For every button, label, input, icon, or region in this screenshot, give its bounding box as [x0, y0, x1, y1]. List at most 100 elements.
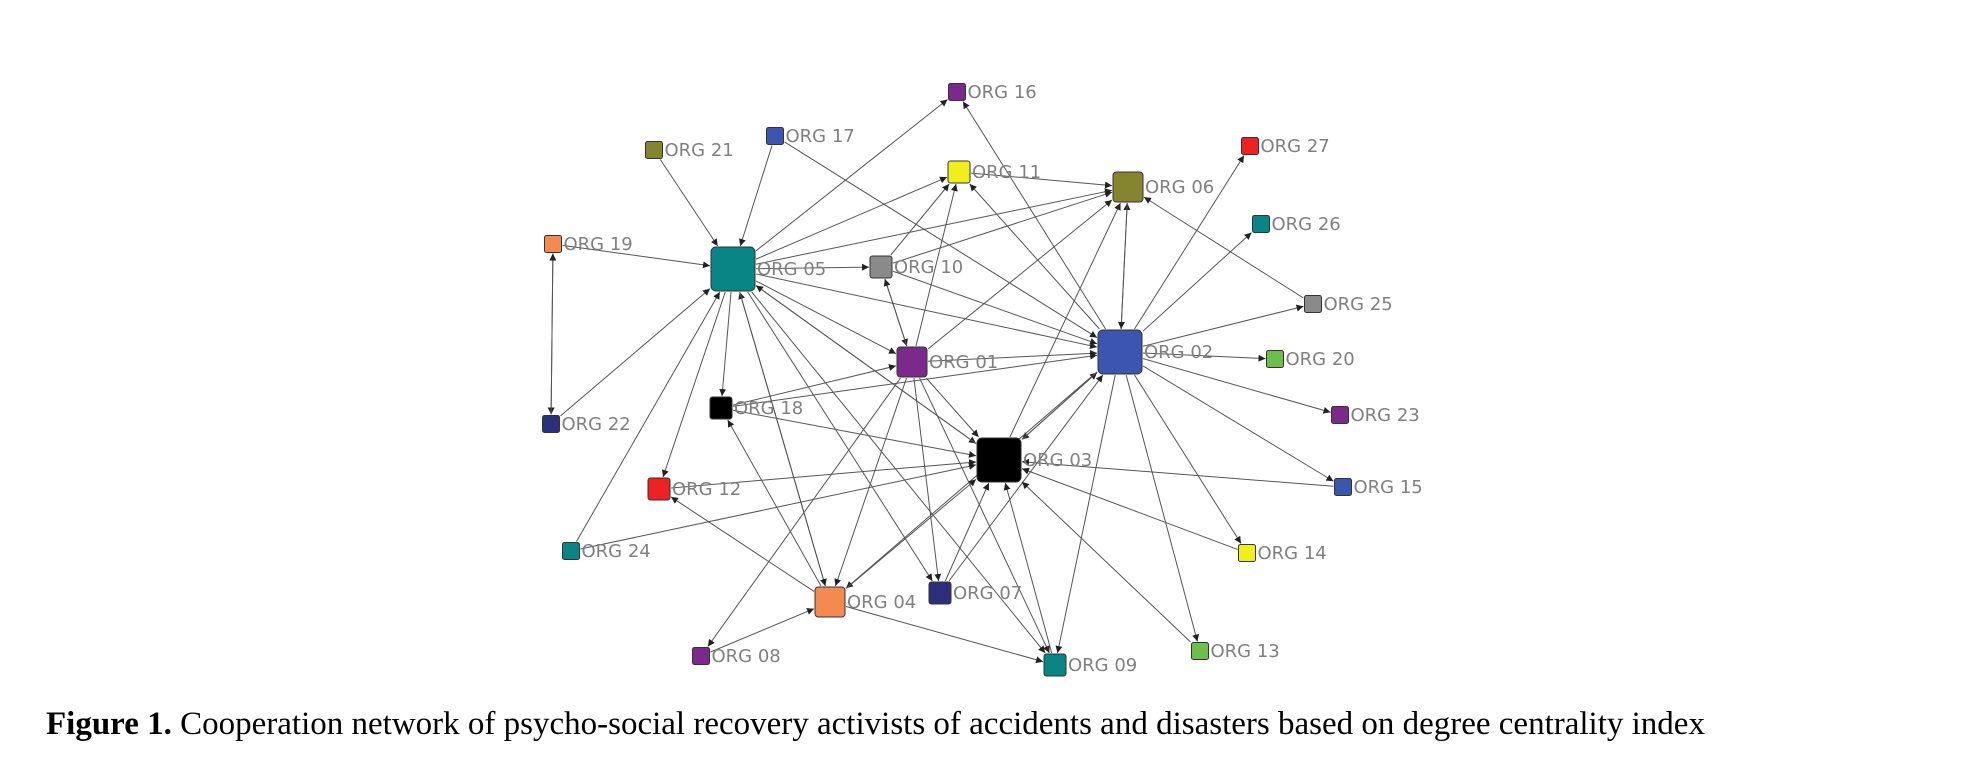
edge-ORG12-to-ORG03: [670, 459, 977, 489]
node-square: [710, 246, 756, 292]
node-org-07: ORG 07: [928, 581, 1022, 605]
node-square: [896, 346, 928, 378]
node-org-02: ORG 02: [1097, 329, 1213, 375]
edge-ORG01-to-ORG03: [925, 377, 979, 438]
caption-text: Cooperation network of psycho-social rec…: [171, 706, 1705, 742]
node-square: [928, 581, 952, 605]
node-org-18: ORG 18: [709, 396, 803, 420]
node-org-01: ORG 01: [896, 346, 998, 378]
node-label: ORG 02: [1144, 342, 1213, 363]
edge-ORG02-to-ORG16: [962, 101, 1107, 330]
edge-ORG02-to-ORG23: [1142, 358, 1331, 414]
edge-ORG04-to-ORG12: [670, 496, 815, 592]
edge-ORG02-to-ORG27: [1134, 155, 1245, 330]
edge-ORG22-to-ORG05: [560, 288, 711, 417]
edge-ORG10-to-ORG06: [892, 191, 1113, 264]
edge-ORG10-to-ORG02: [892, 270, 1098, 345]
node-org-26: ORG 26: [1252, 214, 1341, 235]
node-org-05: ORG 05: [710, 246, 826, 292]
edge-ORG06-to-ORG02: [1117, 202, 1128, 330]
node-label: ORG 05: [757, 259, 826, 280]
node-label: ORG 18: [734, 398, 803, 419]
node-org-10: ORG 10: [869, 255, 963, 279]
edge-ORG05-to-ORG01: [755, 280, 897, 355]
node-label: ORG 20: [1286, 349, 1355, 370]
edge-ORG02-to-ORG04: [845, 371, 1098, 589]
nodes-layer: ORG 01 ORG 02 ORG 03 ORG 04 ORG 05 ORG 06 ORG …: [542, 82, 1423, 677]
edge-ORG05-to-ORG07: [747, 291, 933, 582]
node-org-11: ORG 11: [947, 160, 1041, 184]
edge-ORG13-to-ORG03: [1021, 481, 1191, 643]
edge-ORG02-to-ORG09: [1055, 374, 1116, 654]
node-square: [1266, 350, 1284, 368]
node-square: [1252, 215, 1270, 233]
edge-ORG21-to-ORG05: [659, 159, 719, 247]
edge-ORG08-to-ORG04: [710, 608, 815, 653]
edge-ORG05-to-ORG16: [755, 99, 948, 252]
edge-ORG05-to-ORG09: [751, 291, 1046, 654]
node-org-16: ORG 16: [948, 82, 1037, 103]
node-label: ORG 19: [564, 234, 633, 255]
node-square: [1191, 642, 1209, 660]
edges-layer: [547, 99, 1334, 664]
node-label: ORG 09: [1068, 655, 1137, 676]
node-square: [976, 437, 1022, 483]
node-org-08: ORG 08: [692, 646, 781, 667]
node-label: ORG 16: [968, 82, 1037, 103]
edge-ORG05-to-ORG11: [755, 176, 948, 260]
edge-ORG05-to-ORG02: [755, 273, 1098, 350]
node-square: [1112, 171, 1144, 203]
network-diagram: ORG 01 ORG 02 ORG 03 ORG 04 ORG 05 ORG 06 ORG …: [542, 82, 1423, 677]
node-square: [1043, 653, 1067, 677]
edge-ORG14-to-ORG03: [1021, 467, 1238, 550]
edge-ORG02-to-ORG26: [1142, 232, 1252, 332]
node-square: [542, 415, 560, 433]
edge-ORG01-to-ORG09: [919, 377, 1050, 654]
node-square: [766, 127, 784, 145]
edge-ORG18-to-ORG03: [732, 409, 977, 458]
node-square: [947, 160, 971, 184]
node-label: ORG 15: [1354, 477, 1423, 498]
edge-ORG01-to-ORG02: [927, 349, 1098, 362]
node-label: ORG 07: [953, 583, 1022, 604]
node-org-04: ORG 04: [814, 586, 916, 618]
node-org-06: ORG 06: [1112, 171, 1214, 203]
node-square: [1334, 478, 1352, 496]
node-org-12: ORG 12: [647, 477, 741, 501]
node-label: ORG 03: [1023, 450, 1092, 471]
node-org-14: ORG 14: [1238, 543, 1327, 564]
edge-ORG15-to-ORG03: [1021, 458, 1334, 487]
node-label: ORG 24: [582, 541, 651, 562]
node-label: ORG 27: [1261, 136, 1330, 157]
node-square: [692, 647, 710, 665]
edge-ORG07-to-ORG03: [944, 482, 990, 582]
node-org-23: ORG 23: [1331, 405, 1420, 426]
node-label: ORG 08: [712, 646, 781, 667]
node-label: ORG 26: [1272, 214, 1341, 235]
figure-caption: Figure 1. Cooperation network of psycho-…: [46, 706, 1946, 743]
edge-ORG02-to-ORG11: [969, 183, 1100, 330]
edge-ORG04-to-ORG03: [845, 478, 977, 589]
node-label: ORG 04: [847, 592, 916, 613]
edge-ORG24-to-ORG03: [580, 462, 977, 550]
node-label: ORG 21: [665, 140, 734, 161]
edge-ORG10-to-ORG11: [890, 183, 950, 256]
edge-ORG05-to-ORG04: [739, 291, 827, 587]
node-square: [869, 255, 893, 279]
edge-ORG03-to-ORG05: [755, 285, 977, 444]
node-org-24: ORG 24: [562, 541, 651, 562]
edge-ORG01-to-ORG10: [883, 278, 908, 347]
node-square: [1241, 137, 1259, 155]
node-label: ORG 25: [1324, 294, 1393, 315]
node-org-27: ORG 27: [1241, 136, 1330, 157]
edge-ORG01-to-ORG06: [927, 199, 1113, 350]
edge-ORG09-to-ORG03: [1003, 482, 1053, 654]
node-org-25: ORG 25: [1304, 294, 1393, 315]
edge-ORG03-to-ORG06: [1009, 202, 1121, 438]
edge-ORG18-to-ORG02: [732, 352, 1098, 407]
edge-ORG02-to-ORG14: [1134, 374, 1242, 544]
node-label: ORG 17: [786, 126, 855, 147]
node-label: ORG 10: [894, 257, 963, 278]
edge-ORG22-to-ORG19: [549, 253, 557, 415]
